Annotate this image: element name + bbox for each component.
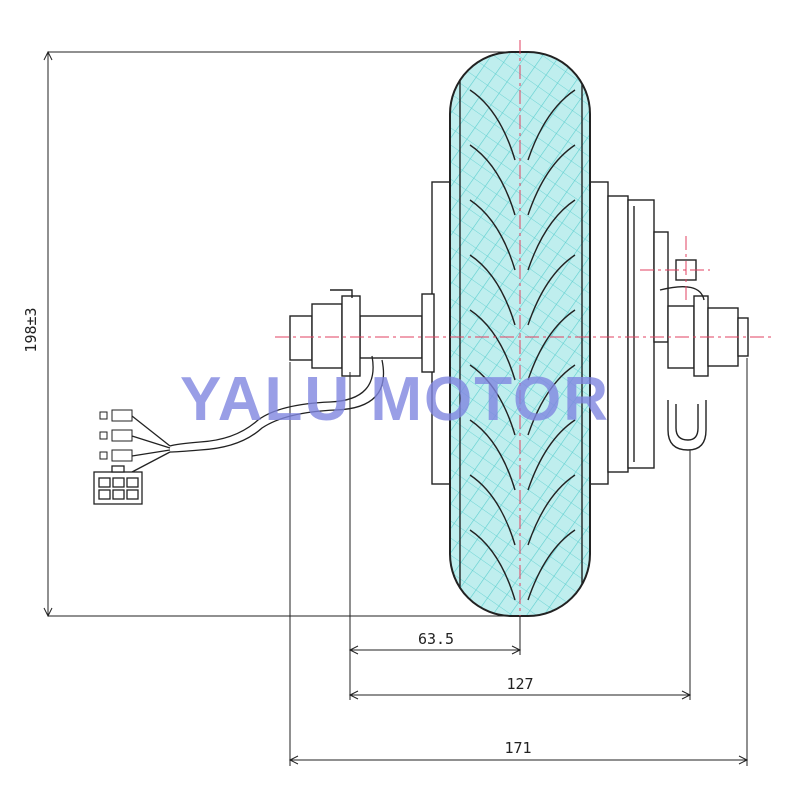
centerlines xyxy=(275,40,775,630)
inner-width-dimension-label: 127 xyxy=(506,675,533,693)
overall-width-dimension-label: 171 xyxy=(504,739,531,757)
height-dimension xyxy=(43,50,530,618)
width-dimensions xyxy=(288,358,749,766)
height-dimension-label: 198±3 xyxy=(22,307,40,352)
watermark-text: YALU MOTOR xyxy=(180,365,610,434)
offset-dimension-label: 63.5 xyxy=(418,630,454,648)
brake-disc xyxy=(607,195,669,473)
tire-tread xyxy=(459,70,583,601)
motor-cable xyxy=(131,355,385,473)
connector-plug-icon xyxy=(93,465,143,505)
wire-terminal-icon xyxy=(99,409,133,462)
